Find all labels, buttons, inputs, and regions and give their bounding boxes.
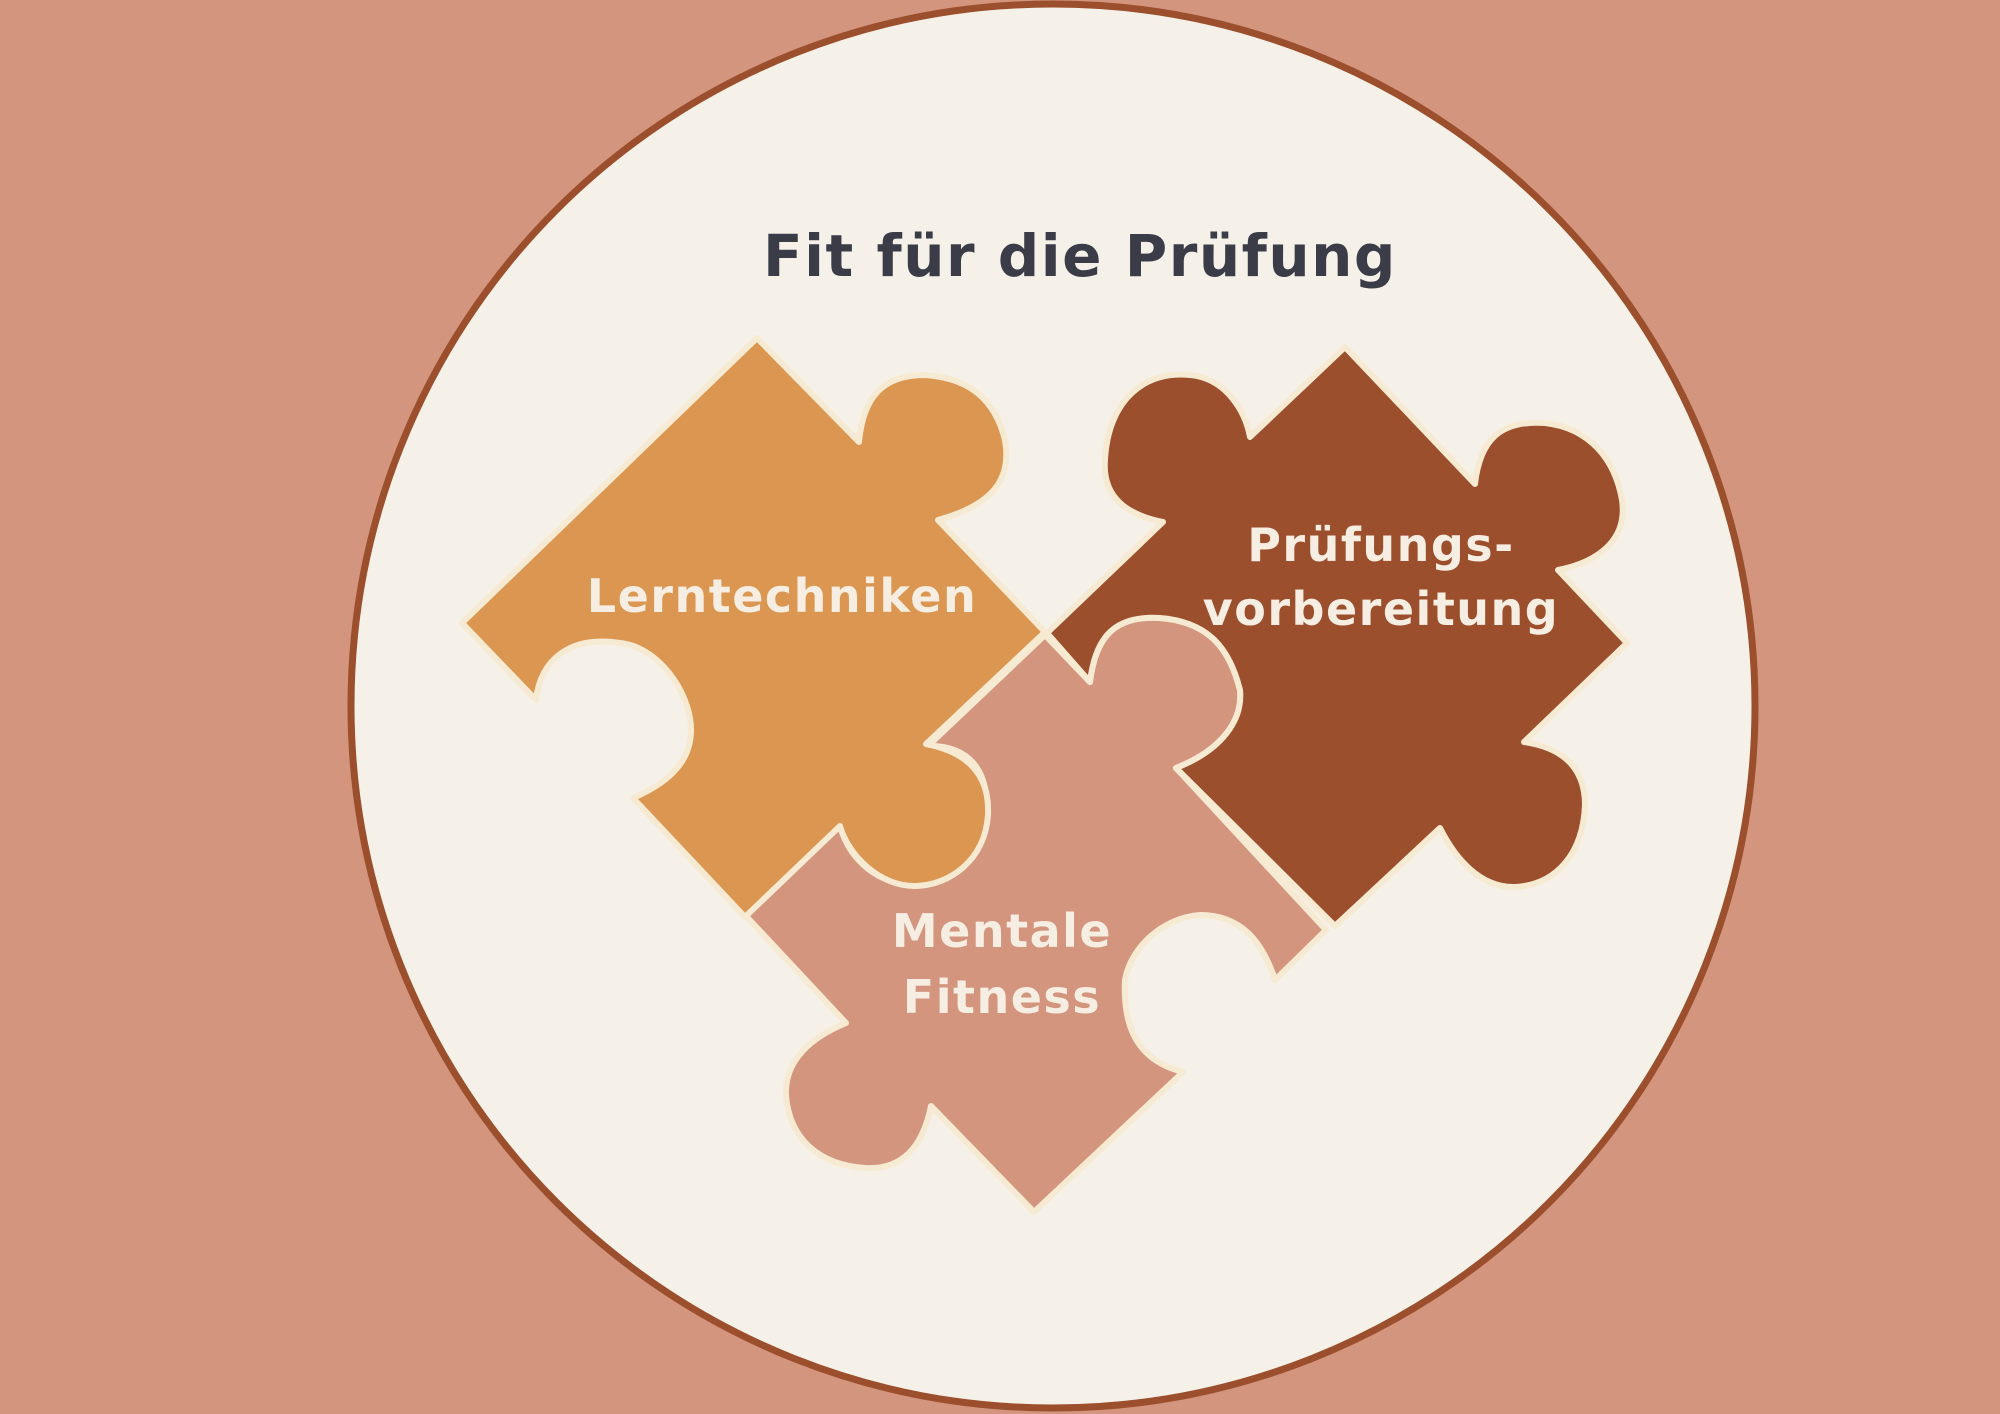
puzzle-piece-pruefungsvorbereitung	[1044, 344, 1630, 929]
diagram-title: Fit für die Prüfung	[763, 222, 1397, 290]
label-pruefungs-line2: vorbereitung	[1203, 582, 1559, 636]
label-pruefungs-line1: Prüfungs-	[1247, 518, 1515, 572]
label-mentale-line1: Mentale	[892, 904, 1112, 958]
label-mentale-line2: Fitness	[903, 970, 1101, 1024]
label-lerntechniken: Lerntechniken	[587, 569, 977, 623]
puzzle-piece-lerntechniken	[459, 335, 1048, 920]
